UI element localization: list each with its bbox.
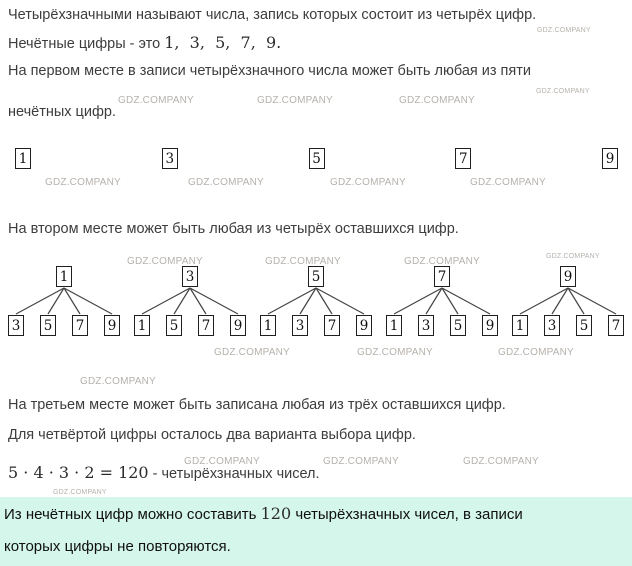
first-digit-row: 1 3 5 7 9 [15,148,618,169]
odd-digits-math: 1, 3, 5, 7, 9. [164,33,282,52]
conclusion-math: 120 [260,504,292,523]
tree-root-digit: 3 [182,266,198,287]
tree-child-digit: 3 [292,315,308,336]
tree-child-digit: 3 [418,315,434,336]
tree-child-digit: 3 [544,315,560,336]
digit-box: 3 [161,148,178,169]
digit-box: 9 [602,148,618,169]
tree-root-digit: 5 [308,266,324,287]
watermark: GDZ.COMPANY [323,456,399,467]
paragraph-second-place: На втором месте может быть любая из четы… [8,221,459,237]
watermark: GDZ.COMPANY [184,456,260,467]
tree-branch-lines [267,287,365,315]
watermark: GDZ.COMPANY [470,177,546,188]
watermark: GDZ.COMPANY [399,95,475,106]
tree-branch-lines [519,287,617,315]
tree-child-digit: 7 [72,315,88,336]
watermark: GDZ.COMPANY [265,256,341,267]
digit-box: 5 [308,148,325,169]
tree-child-digit: 7 [324,315,340,336]
watermark: GDZ.COMPANY [188,177,264,188]
paragraph-odd-digits: Нечётные цифры - это 1, 3, 5, 7, 9. [8,33,281,53]
conclusion-highlight: Из нечётных цифр можно составить 120 чет… [0,497,632,566]
digit-box: 7 [455,148,472,169]
tree-child-digit: 9 [482,315,498,336]
tree-child-digit: 5 [166,315,182,336]
watermark: GDZ.COMPANY [546,253,600,260]
tree-root-digit: 7 [434,266,450,287]
watermark: GDZ.COMPANY [257,95,333,106]
tree-children-row: 1 3 5 7 [512,315,624,336]
digit-box: 1 [15,148,31,169]
tree-child-digit: 7 [198,315,214,336]
conclusion-line1: Из нечётных цифр можно составить 120 чет… [4,504,523,523]
tree-diagrams: 1 3 5 7 9 3 1 [8,266,624,336]
tree-root-digit: 1 [56,266,72,287]
watermark: GDZ.COMPANY [45,177,121,188]
watermark: GDZ.COMPANY [357,347,433,358]
conclusion-line2: которых цифры не повторяются. [4,538,231,555]
tree-branch-lines [15,287,113,315]
watermark: GDZ.COMPANY [214,347,290,358]
tree-child-digit: 5 [40,315,56,336]
paragraph-formula: 5 · 4 · 3 · 2 = 120 - четырёхзначных чис… [8,463,320,483]
paragraph-third-place: На третьем месте может быть записана люб… [8,397,506,413]
watermark: GDZ.COMPANY [330,177,406,188]
tree-child-digit: 1 [386,315,402,336]
tree-child-digit: 9 [356,315,372,336]
formula-math: 5 · 4 · 3 · 2 = 120 [8,463,149,482]
tree-child-digit: 1 [512,315,528,336]
watermark: GDZ.COMPANY [118,95,194,106]
paragraph-fourth-place: Для четвёртой цифры осталось два вариант… [8,427,416,443]
tree-child-digit: 9 [104,315,120,336]
tree-child-digit: 1 [260,315,276,336]
conclusion-prefix: Из нечётных цифр можно составить [4,506,261,523]
tree-diagram-3: 5 1 3 7 9 [260,266,372,336]
tree-child-digit: 7 [608,315,624,336]
tree-branch-lines [393,287,491,315]
odd-digits-text: Нечётные цифры - это [8,36,165,52]
tree-children-row: 1 3 5 9 [386,315,498,336]
watermark: GDZ.COMPANY [404,256,480,267]
tree-child-digit: 5 [450,315,466,336]
conclusion-suffix: четырёхзначных чисел, в записи [291,506,523,523]
paragraph-first-place-line2: нечётных цифр. [8,104,116,120]
tree-children-row: 1 3 7 9 [260,315,372,336]
paragraph-first-place-line1: На первом месте в записи четырёхзначного… [8,63,531,79]
tree-diagram-5: 9 1 3 5 7 [512,266,624,336]
watermark: GDZ.COMPANY [127,256,203,267]
watermark: GDZ.COMPANY [536,88,590,95]
tree-diagram-4: 7 1 3 5 9 [386,266,498,336]
formula-suffix: - четырёхзначных чисел. [148,466,320,482]
tree-branch-lines [141,287,239,315]
tree-children-row: 3 5 7 9 [8,315,120,336]
watermark: GDZ.COMPANY [80,376,156,387]
tree-root-digit: 9 [560,266,576,287]
watermark: GDZ.COMPANY [463,456,539,467]
watermark: GDZ.COMPANY [53,489,107,496]
paragraph-definition: Четырёхзначными называют числа, запись к… [8,7,537,23]
watermark: GDZ.COMPANY [537,27,591,34]
tree-diagram-2: 3 1 5 7 9 [134,266,246,336]
watermark: GDZ.COMPANY [498,347,574,358]
tree-child-digit: 3 [8,315,24,336]
tree-children-row: 1 5 7 9 [134,315,246,336]
tree-child-digit: 1 [134,315,150,336]
tree-child-digit: 9 [230,315,246,336]
tree-diagram-1: 1 3 5 7 9 [8,266,120,336]
tree-child-digit: 5 [576,315,592,336]
